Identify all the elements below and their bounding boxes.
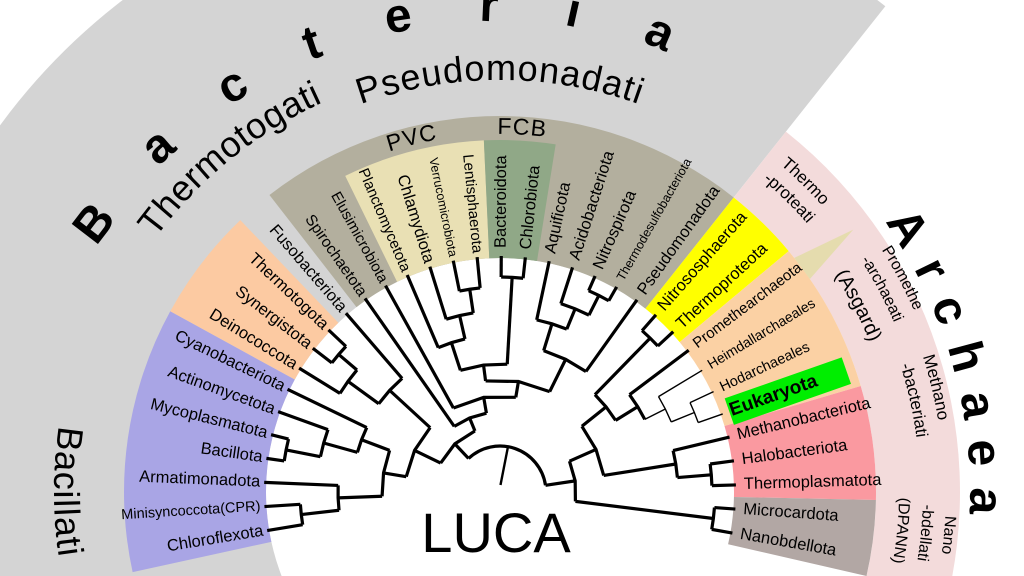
band-thermotogati: [170, 220, 339, 380]
band-fcb: [483, 140, 556, 261]
kingdom-label-nanobdellati-1: Nano: [938, 515, 959, 555]
luca-label: LUCA: [421, 501, 571, 564]
kingdom-label-bacillati: Bacillati: [46, 425, 92, 560]
eukaryota-highlight: [724, 357, 851, 425]
band-pvc: [345, 140, 490, 282]
leaf-label-thermoplasmatota: Thermoplasmatota: [744, 471, 883, 493]
luca-root-arc: [467, 444, 548, 486]
band-bacillati: [124, 311, 295, 573]
kingdom-label-nanobdellati-3: (DPANN): [889, 497, 912, 564]
sliver-wedge: [794, 229, 854, 280]
clade-label-fcb: FCB: [497, 113, 548, 142]
band-methanobacteriati: [724, 385, 877, 500]
band-nanobdellati: [728, 496, 876, 576]
leaf-label-bacteroidota: Bacteroidota: [492, 154, 510, 248]
tree-edges: [264, 255, 736, 535]
band-thermoproteati: [645, 197, 789, 343]
archaea-pink-ring: [733, 131, 960, 576]
leaf-label-armatimonadota: Armatimonadota: [139, 468, 262, 491]
luca-stem: [499, 446, 510, 486]
kingdom-label-nanobdellati-2: -bdellati: [913, 504, 935, 562]
